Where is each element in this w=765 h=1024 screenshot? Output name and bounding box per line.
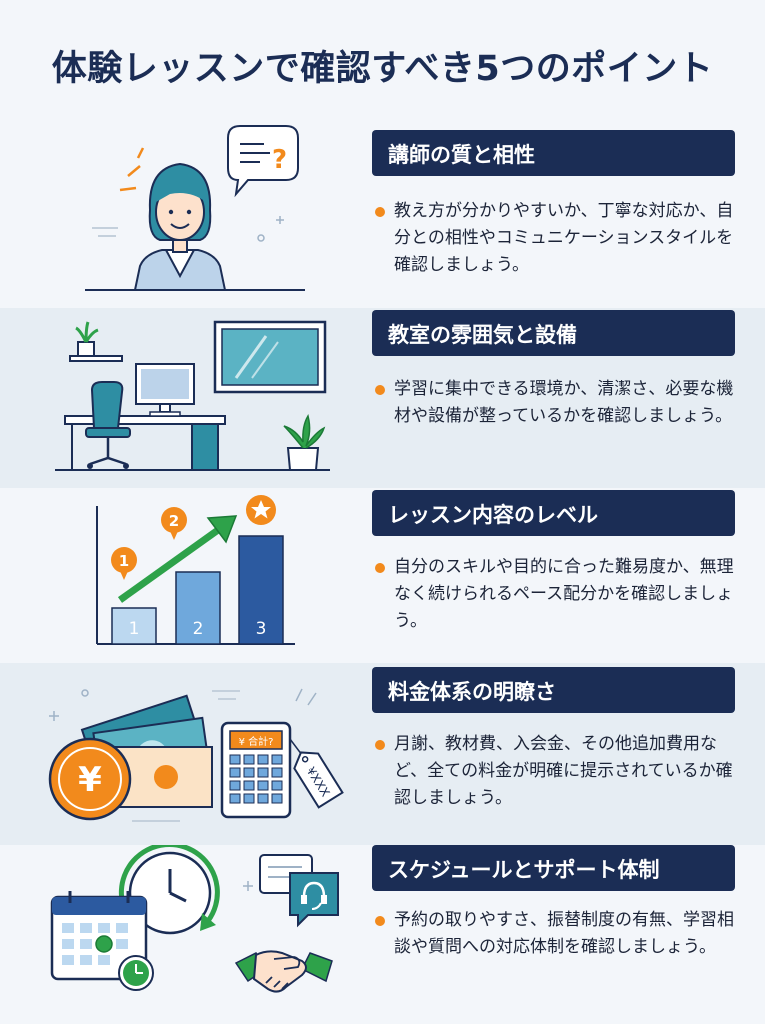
point-heading: 料金体系の明瞭さ	[372, 667, 735, 713]
bullet-icon	[375, 740, 385, 750]
point-heading: 講師の質と相性	[372, 130, 735, 176]
level-bar-label: 3	[256, 619, 267, 639]
coin-label: ¥	[78, 760, 102, 800]
point-heading: レッスン内容のレベル	[372, 490, 735, 536]
point-description: 月謝、教材費、入会金、その他追加費用など、全ての料金が明確に提示されているか確認…	[372, 731, 742, 812]
bullet-icon	[375, 916, 385, 926]
point-description-text: 教え方が分かりやすいか、丁寧な対応か、自分との相性やコミュニケーションスタイルを…	[394, 201, 734, 275]
level-bar-label: 2	[193, 619, 204, 639]
level-bars-icon: 1 2 3 1 2	[40, 488, 350, 663]
point-description: 学習に集中できる環境か、清潔さ、必要な機材や設備が整っているかを確認しましょう。	[372, 376, 742, 430]
level-badge-label: 2	[169, 512, 179, 530]
calculator-display: ¥ 合計?	[239, 735, 274, 748]
teacher-speech-icon: ?	[40, 118, 350, 308]
level-badge-label: 1	[119, 552, 129, 570]
money-calculator-icon: ¥ ¥ 合計? ¥XXX	[40, 663, 350, 845]
page-title: 体験レッスンで確認すべき5つのポイント	[51, 49, 714, 89]
classroom-desk-icon	[40, 308, 350, 488]
point-description: 予約の取りやすさ、振替制度の有無、学習相談や質問への対応体制を確認しましょう。	[372, 907, 742, 961]
point-heading: 教室の雰囲気と設備	[372, 310, 735, 356]
point-description: 自分のスキルや目的に合った難易度か、無理なく続けられるペース配分かを確認しましょ…	[372, 554, 742, 635]
point-description-text: 自分のスキルや目的に合った難易度か、無理なく続けられるペース配分かを確認しましょ…	[394, 557, 734, 631]
point-section-level: 1 2 3 1 2 レッスン内容のレベル 自分のスキルや目的に合った難易度か、無…	[0, 488, 765, 663]
point-description-text: 月謝、教材費、入会金、その他追加費用など、全ての料金が明確に提示されているか確認…	[394, 734, 733, 808]
point-description: 教え方が分かりやすいか、丁寧な対応か、自分との相性やコミュニケーションスタイルを…	[372, 198, 742, 279]
point-heading: スケジュールとサポート体制	[372, 845, 735, 891]
bullet-icon	[375, 563, 385, 573]
bullet-icon	[375, 207, 385, 217]
point-section-teacher: ? 講師の質と相性 教え方が分かりやすいか、丁寧な対応か、自分との相性やコミュニ…	[0, 118, 765, 308]
svg-text:?: ?	[272, 145, 287, 175]
point-description-text: 学習に集中できる環境か、清潔さ、必要な機材や設備が整っているかを確認しましょう。	[394, 379, 734, 426]
point-section-schedule: スケジュールとサポート体制 予約の取りやすさ、振替制度の有無、学習相談や質問への…	[0, 845, 765, 1024]
point-section-fees: ¥ ¥ 合計? ¥XXX 料金体系の明瞭さ 月謝、教材費、入会金、その他追加費用…	[0, 663, 765, 845]
point-section-classroom: 教室の雰囲気と設備 学習に集中できる環境か、清潔さ、必要な機材や設備が整っている…	[0, 308, 765, 488]
level-bar-label: 1	[129, 619, 140, 639]
point-description-text: 予約の取りやすさ、振替制度の有無、学習相談や質問への対応体制を確認しましょう。	[394, 910, 734, 957]
schedule-support-icon	[40, 845, 350, 1024]
bullet-icon	[375, 385, 385, 395]
